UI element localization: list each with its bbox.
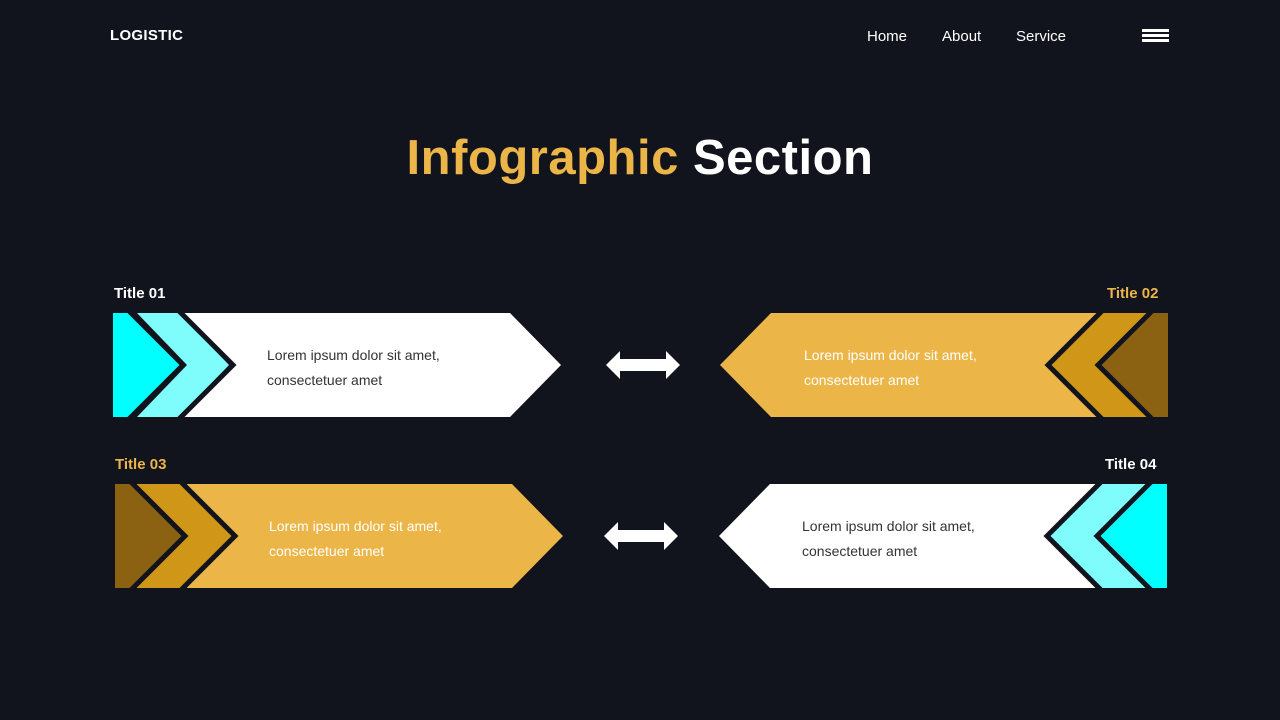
logo[interactable]: LOGISTIC bbox=[110, 27, 184, 44]
card-text: Lorem ipsum dolor sit amet, consectetuer… bbox=[804, 347, 977, 388]
chevron-shape-left bbox=[719, 484, 1167, 588]
chevron-shape-left bbox=[720, 313, 1168, 417]
card-title: Title 04 bbox=[1105, 456, 1157, 473]
card-title: Title 01 bbox=[114, 285, 166, 302]
hamburger-menu-icon[interactable] bbox=[1142, 29, 1169, 44]
double-arrow-icon bbox=[606, 351, 680, 379]
title-highlight: Infographic bbox=[406, 131, 679, 185]
nav-home[interactable]: Home bbox=[867, 28, 908, 45]
page-title: Infographic Section bbox=[0, 130, 1280, 186]
card-text: Lorem ipsum dolor sit amet, consectetuer… bbox=[267, 347, 440, 388]
nav-service[interactable]: Service bbox=[1016, 28, 1067, 45]
card-title: Title 03 bbox=[115, 456, 167, 473]
card-text: Lorem ipsum dolor sit amet, consectetuer… bbox=[802, 518, 975, 559]
chevron-shape-right bbox=[115, 484, 563, 588]
double-arrow-icon bbox=[604, 522, 678, 550]
card-text: Lorem ipsum dolor sit amet, consectetuer… bbox=[269, 518, 442, 559]
title-rest: Section bbox=[692, 131, 874, 185]
nav-about[interactable]: About bbox=[942, 28, 982, 45]
chevron-shape-right bbox=[113, 313, 561, 417]
card-title: Title 02 bbox=[1107, 285, 1159, 302]
